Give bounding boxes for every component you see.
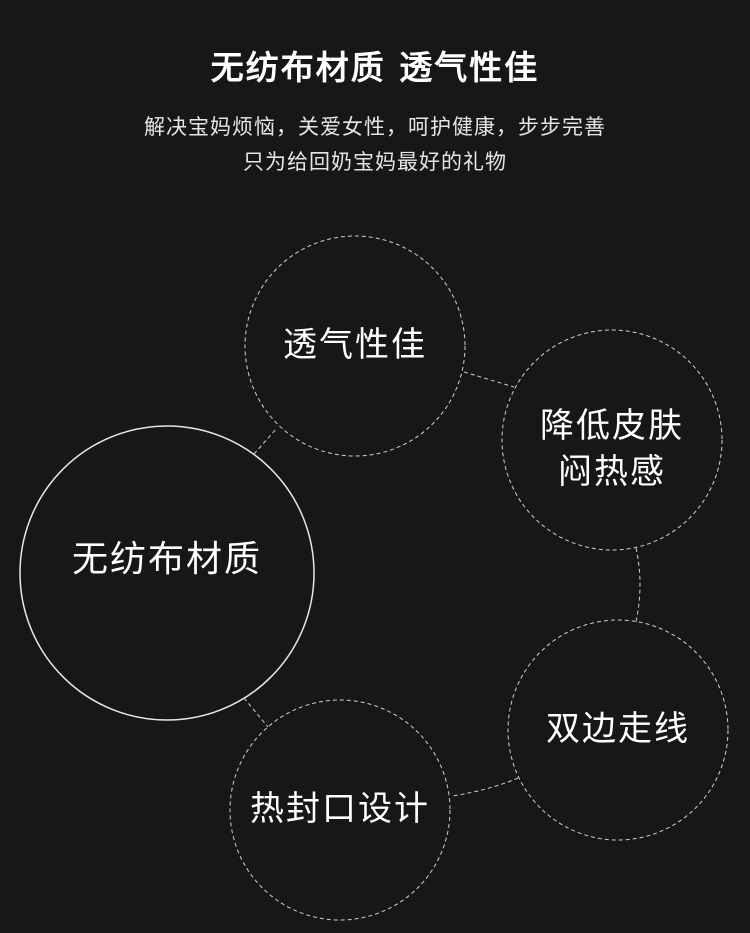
node-label-skin-line2: 闷热感 — [558, 452, 666, 492]
node-circle-breathable — [244, 235, 466, 457]
node-circle-skin — [501, 329, 723, 551]
subtitle-line-1: 解决宝妈烦恼，关爱女性，呵护健康，步步完善 — [144, 115, 606, 139]
connector-center-to-breathable — [253, 427, 278, 455]
connector-stitch-to-heatseal — [451, 777, 519, 797]
center-label: 无纺布材质 — [71, 539, 262, 580]
connector-center-to-heatseal — [243, 697, 269, 728]
connector-skin-to-stitch — [635, 547, 641, 623]
connector-breathable-to-skin — [463, 371, 515, 388]
node-label-heatseal: 热封口设计 — [250, 789, 430, 829]
subtitle-line-2: 只为给回奶宝妈最好的礼物 — [243, 150, 507, 174]
page-title: 无纺布材质 透气性佳 — [210, 48, 540, 87]
node-label-skin-line1: 降低皮肤 — [540, 406, 684, 446]
center-circle — [19, 425, 315, 721]
node-label-stitch: 双边走线 — [546, 709, 690, 749]
node-circle-heatseal — [229, 699, 451, 921]
node-label-breathable: 透气性佳 — [283, 325, 427, 365]
node-circle-stitch — [507, 619, 729, 841]
